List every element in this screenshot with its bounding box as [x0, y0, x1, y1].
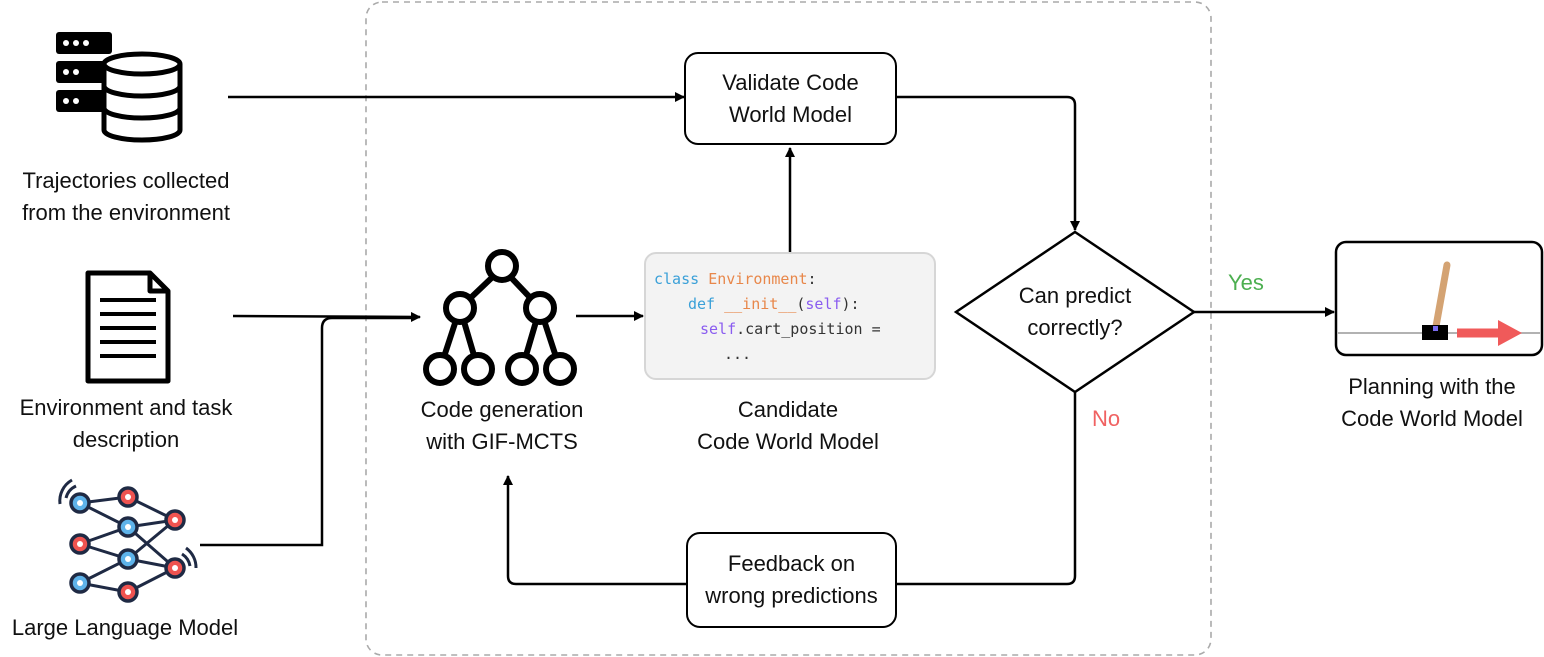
arrow-decision-no: [897, 392, 1077, 586]
tree-search-icon: [423, 249, 577, 386]
llm-label: Large Language Model: [11, 615, 239, 640]
code-line-4: ...: [724, 345, 752, 363]
arrow-llm-to-codegen: [200, 316, 412, 547]
arrow-feedback-to-codegen: [503, 475, 686, 586]
code-generation-label: Code generation with GIF-MCTS: [420, 397, 584, 454]
neural-network-icon: [58, 478, 198, 603]
server-database-icon: [56, 32, 183, 143]
feedback-box: Feedback on wrong predictions: [686, 532, 897, 628]
no-label: No: [1092, 406, 1121, 431]
code-snippet: class Environment: def __init__(self): s…: [644, 252, 936, 380]
code-line-2: def __init__(self):: [688, 295, 860, 313]
process-container: [365, 1, 1212, 656]
validate-code-world-model-box: Validate Code World Model: [684, 52, 897, 145]
connectors: [200, 92, 1335, 586]
trajectories-label: Trajectories collected from the environm…: [22, 168, 230, 225]
cartpole-environment-icon: [1334, 240, 1544, 357]
candidate-label: Candidate Code World Model: [697, 397, 879, 454]
arrow-validate-to-decision: [897, 95, 1080, 231]
decision-label: Can predict correctly?: [1018, 283, 1132, 340]
yes-label: Yes: [1228, 270, 1264, 295]
code-line-1: class Environment:: [654, 270, 817, 288]
planning-label: Planning with the Code World Model: [1341, 374, 1523, 431]
environment-description-label: Environment and task description: [19, 395, 233, 452]
document-icon: [85, 270, 171, 384]
code-line-3: self.cart_position =: [700, 320, 881, 338]
